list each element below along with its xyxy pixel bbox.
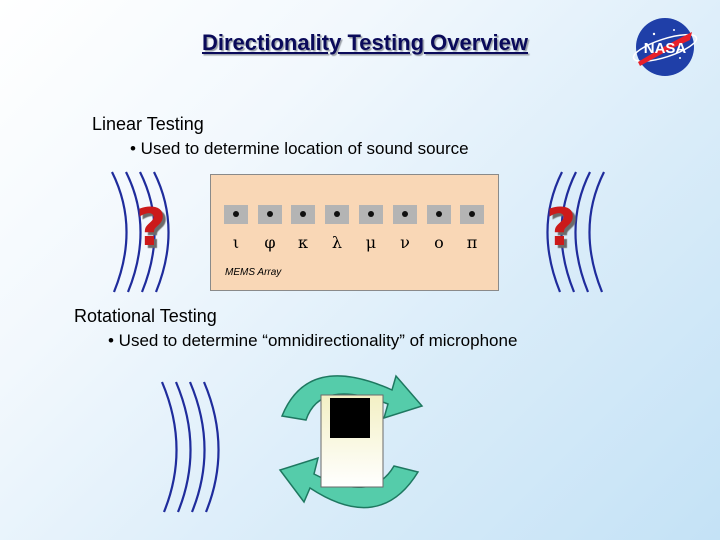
sound-wave-icon [546, 171, 605, 293]
mic-element [427, 205, 451, 224]
rotational-testing-bullet: • Used to determine “omnidirectionality”… [108, 331, 518, 350]
mic-symbol: ο [434, 233, 444, 252]
mic-symbol: λ [331, 233, 343, 252]
linear-testing-heading: Linear Testing [92, 114, 204, 134]
mic-symbol: φ [264, 233, 276, 252]
mic-element [325, 205, 349, 224]
question-mark-left: ? [136, 198, 167, 258]
rotational-testing-heading: Rotational Testing [74, 306, 217, 326]
nasa-logo-icon: NASA [632, 18, 698, 76]
mic-element [393, 205, 417, 224]
mic-element [359, 205, 383, 224]
mic-symbol: π [466, 233, 478, 252]
mic-element [291, 205, 315, 224]
microphone-icon [320, 394, 384, 488]
sound-wave-icon [160, 381, 220, 513]
mic-symbol: κ [298, 233, 308, 252]
linear-testing-bullet: • Used to determine location of sound so… [130, 139, 469, 158]
mic-symbol: ι [232, 233, 240, 252]
mems-array-panel: ι φ κ λ μ ν ο π MEMS Array [210, 174, 499, 291]
mic-element [258, 205, 282, 224]
mic-symbol: μ [365, 233, 377, 252]
question-mark-right: ? [546, 198, 577, 258]
mic-element [224, 205, 248, 224]
mic-element [460, 205, 484, 224]
slide-title: Directionality Testing Overview [201, 30, 529, 55]
mic-symbol: ν [400, 233, 410, 252]
nasa-logo-text: NASA [644, 40, 687, 57]
mems-array-label: MEMS Array [225, 267, 282, 278]
sound-wave-icon [111, 171, 170, 293]
